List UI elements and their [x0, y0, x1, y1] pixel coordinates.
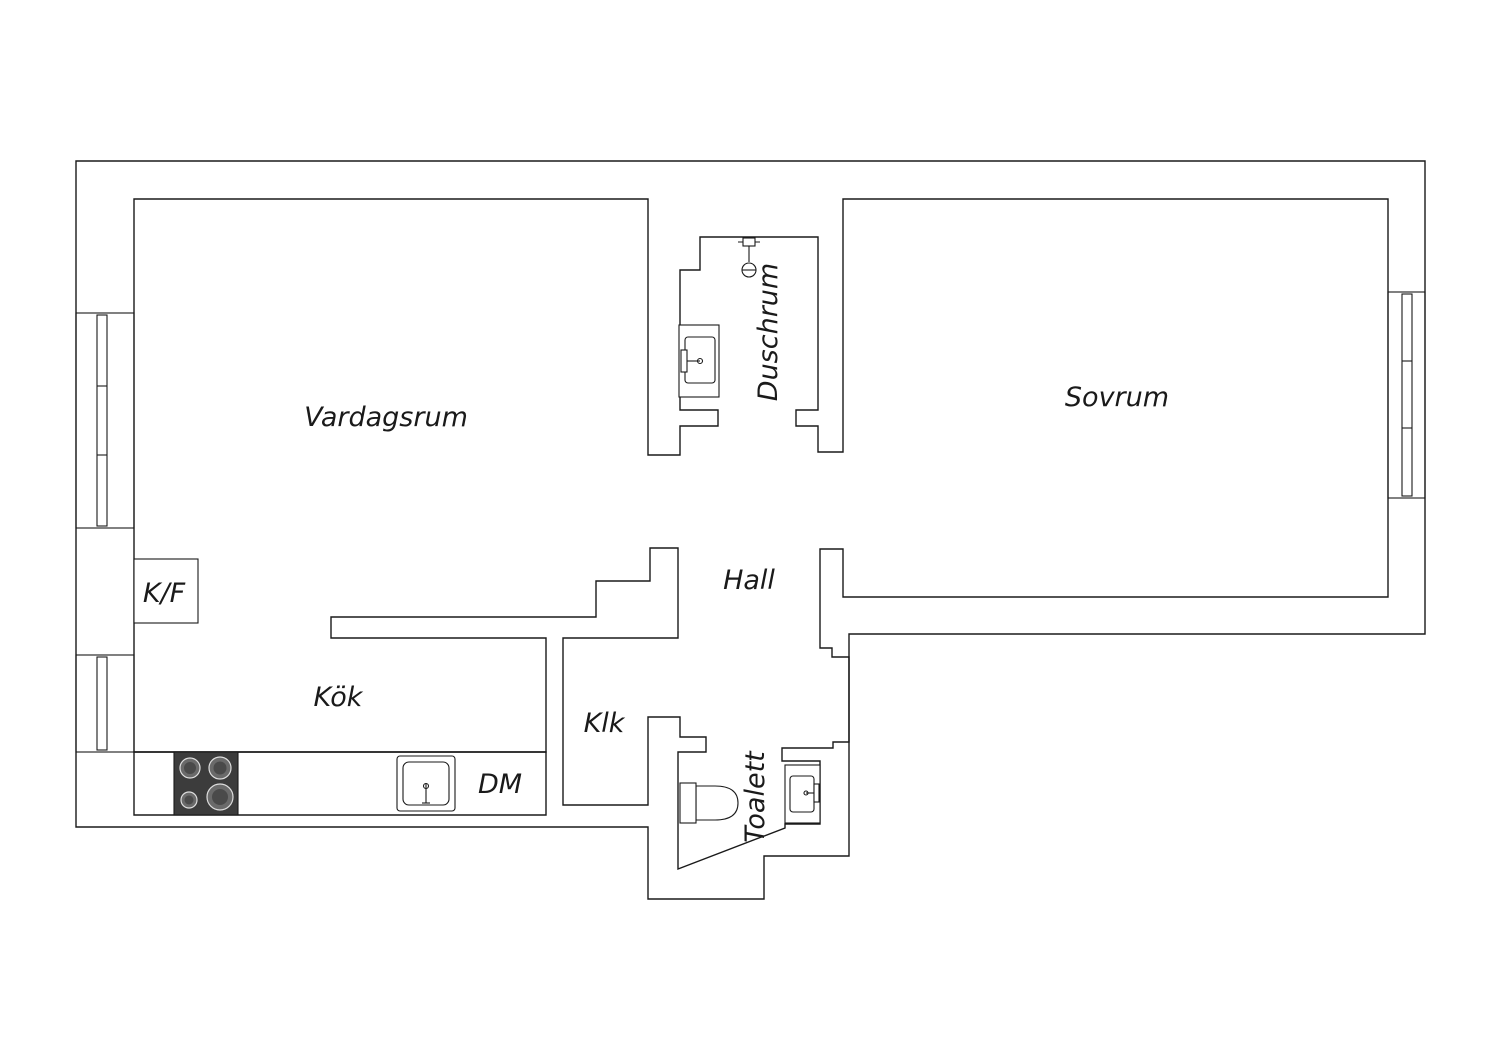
closet-label: Klk — [584, 708, 626, 739]
dishwasher-label: DM — [478, 769, 522, 800]
shower-head-icon — [738, 237, 760, 278]
shower-sink-icon — [678, 324, 720, 398]
living-room-label: Vardagsrum — [304, 402, 468, 433]
toilet-icon — [679, 782, 739, 824]
living-room-wall — [133, 198, 1389, 871]
window-right — [1387, 291, 1426, 499]
kitchen-sink-icon — [396, 755, 456, 812]
fridge-freezer-label: K/F — [143, 578, 186, 609]
toilet-label: Toalett — [740, 750, 771, 843]
fridge-freezer-unit — [133, 558, 199, 624]
hall-label: Hall — [723, 565, 775, 596]
stove-icon — [173, 751, 239, 816]
window-left-lower — [75, 654, 135, 753]
toilet-sink-icon — [784, 764, 821, 824]
kitchen-counter — [133, 751, 547, 816]
kitchen-label: Kök — [314, 682, 364, 713]
window-left-upper — [75, 312, 135, 529]
shower-room-label: Duschrum — [753, 263, 784, 401]
bedroom-label: Sovrum — [1065, 382, 1169, 413]
